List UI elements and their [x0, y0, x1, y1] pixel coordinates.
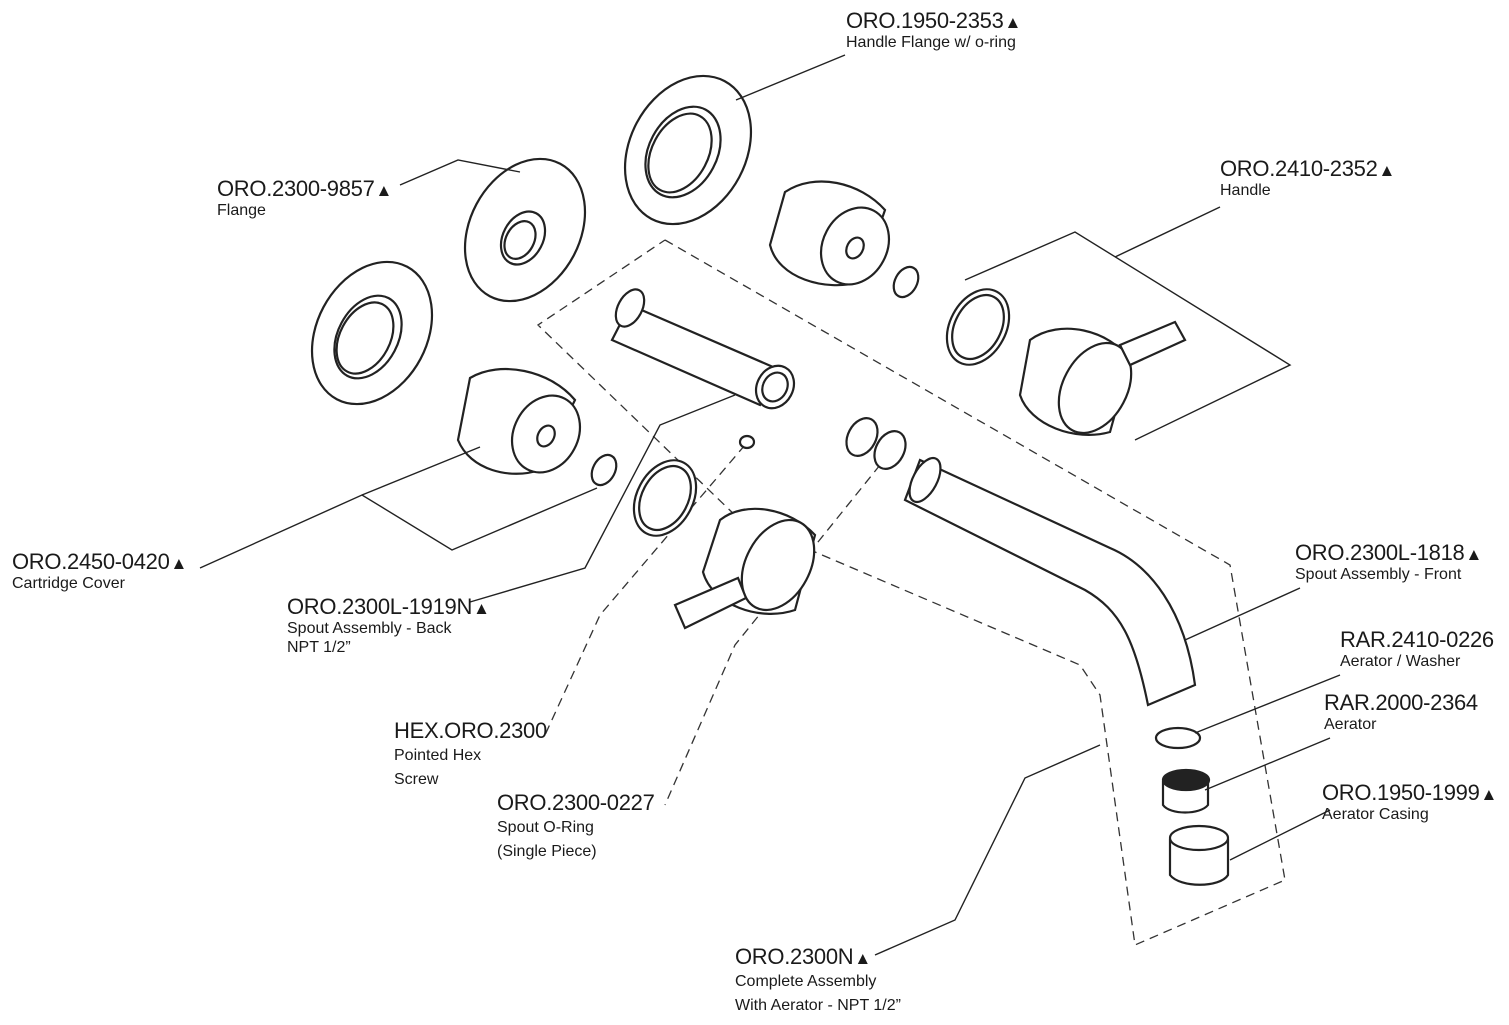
part-code: ORO.2300N	[735, 944, 854, 969]
part-description: Screw	[394, 770, 439, 788]
part-description: Aerator	[1324, 715, 1377, 733]
left-flange-drawing	[310, 260, 434, 406]
part-code: ORO.2300-0227	[497, 790, 655, 815]
part-code: RAR.2000-2364	[1324, 690, 1478, 715]
guide-dash-oring	[664, 464, 881, 806]
part-code: RAR.2410-0226	[1340, 627, 1494, 652]
handle-lower-drawing	[673, 507, 817, 630]
part-description: (Single Piece)	[497, 842, 597, 860]
part-label-2450-0420: ORO.2450-0420▲ Cartridge Cover	[12, 549, 187, 594]
part-description: Handle	[1220, 181, 1271, 199]
spout-oring-1	[845, 417, 879, 457]
cartridge-cover-top-drawing	[768, 180, 891, 287]
part-label-rar-2410-0226: RAR.2410-0226 Aerator / Washer	[1340, 627, 1494, 672]
part-code: HEX.ORO.2300	[394, 718, 547, 743]
part-description: Spout Assembly - Front	[1295, 565, 1462, 583]
triangle-marker-icon: ▲	[170, 554, 188, 573]
part-description: Spout O-Ring	[497, 818, 594, 836]
part-code: ORO.2300L-1818	[1295, 540, 1465, 565]
part-label-2300n: ORO.2300N▲ Complete Assembly With Aerato…	[735, 944, 901, 1018]
small-oring-left	[590, 453, 618, 487]
part-code: ORO.2450-0420	[12, 549, 170, 574]
part-label-1950-2353: ORO.1950-2353▲ Handle Flange w/ o-ring	[846, 8, 1021, 53]
assembly-outline	[536, 239, 1286, 946]
spout-oring-2	[873, 430, 907, 470]
part-label-2410-2352: ORO.2410-2352▲ Handle	[1220, 156, 1395, 201]
triangle-marker-icon: ▲	[1004, 13, 1022, 32]
spout-back-drawing	[610, 288, 796, 410]
part-code: ORO.2300L-1919N	[287, 594, 473, 619]
part-label-hex-oro-2300: HEX.ORO.2300 Pointed Hex Screw	[394, 718, 547, 792]
part-description: Complete Assembly	[735, 972, 877, 990]
part-label-1950-1999: ORO.1950-1999▲ Aerator Casing	[1322, 780, 1497, 825]
part-description: Aerator Casing	[1322, 805, 1429, 823]
part-label-2300-0227: ORO.2300-0227 Spout O-Ring (Single Piece…	[497, 790, 655, 864]
part-code: ORO.2410-2352	[1220, 156, 1378, 181]
part-code: ORO.1950-2353	[846, 8, 1004, 33]
aerator-casing-drawing	[1168, 824, 1230, 886]
aerator-drawing	[1161, 768, 1211, 814]
part-label-2300l-1818: ORO.2300L-1818▲ Spout Assembly - Front	[1295, 540, 1482, 585]
hex-screw-drawing	[738, 434, 756, 450]
part-label-2300l-1919n: ORO.2300L-1919N▲ Spout Assembly - Back N…	[287, 594, 490, 658]
spout-front-drawing	[903, 456, 1197, 707]
aerator-washer-drawing	[1154, 726, 1202, 750]
part-description: Aerator / Washer	[1340, 652, 1461, 670]
part-description: Spout Assembly - Back	[287, 619, 452, 637]
part-description: Handle Flange w/ o-ring	[846, 33, 1016, 51]
triangle-marker-icon: ▲	[375, 181, 393, 200]
part-description: Flange	[217, 201, 266, 219]
triangle-marker-icon: ▲	[1480, 785, 1498, 804]
flange-drawing	[463, 157, 587, 303]
part-description: NPT 1/2”	[287, 638, 351, 656]
triangle-marker-icon: ▲	[473, 599, 490, 618]
part-code: ORO.2300-9857	[217, 176, 375, 201]
small-oring-top	[892, 265, 920, 299]
leader-lines	[199, 54, 1341, 956]
part-label-2300-9857: ORO.2300-9857▲ Flange	[217, 176, 392, 221]
triangle-marker-icon: ▲	[854, 949, 871, 968]
part-description: Cartridge Cover	[12, 574, 125, 592]
triangle-marker-icon: ▲	[1465, 545, 1483, 564]
part-code: ORO.1950-1999	[1322, 780, 1480, 805]
part-description: Pointed Hex	[394, 746, 482, 764]
handle-flange-drawing	[623, 74, 753, 226]
triangle-marker-icon: ▲	[1378, 161, 1396, 180]
part-description: With Aerator - NPT 1/2”	[735, 996, 901, 1014]
handle-right-drawing	[1018, 320, 1187, 436]
part-label-rar-2000-2364: RAR.2000-2364 Aerator	[1324, 690, 1478, 735]
cartridge-cover-drawing	[456, 367, 582, 475]
